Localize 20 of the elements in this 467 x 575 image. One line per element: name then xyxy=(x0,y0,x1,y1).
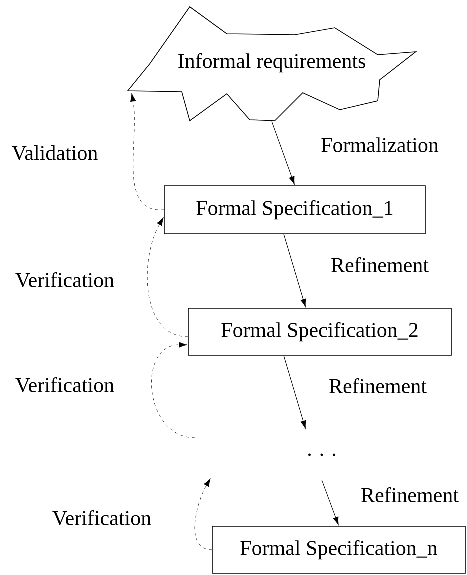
edge-label: Verification xyxy=(14,376,116,394)
arrow xyxy=(272,121,295,185)
edge-label: Refinement xyxy=(328,378,428,394)
ellipsis-text: . . . xyxy=(308,454,336,456)
edge-label: Formalization xyxy=(320,136,440,154)
process-box: Formal Specification_1 xyxy=(164,186,426,234)
dashed-arrow xyxy=(147,218,188,338)
edge-label: Validation xyxy=(10,144,100,162)
edge-label: Verification xyxy=(51,509,153,527)
edge-label: Verification xyxy=(14,271,116,289)
edge-label: Refinement xyxy=(360,486,460,504)
dashed-arrow xyxy=(152,342,196,438)
dashed-arrow xyxy=(130,93,164,210)
edge-label: Refinement xyxy=(330,256,430,274)
arrow xyxy=(322,480,339,526)
arrow xyxy=(284,234,306,308)
process-box: Formal Specification_n xyxy=(212,526,466,574)
dashed-arrow xyxy=(194,478,212,550)
process-box: Formal Specification_2 xyxy=(188,308,452,356)
arrow xyxy=(284,356,306,429)
